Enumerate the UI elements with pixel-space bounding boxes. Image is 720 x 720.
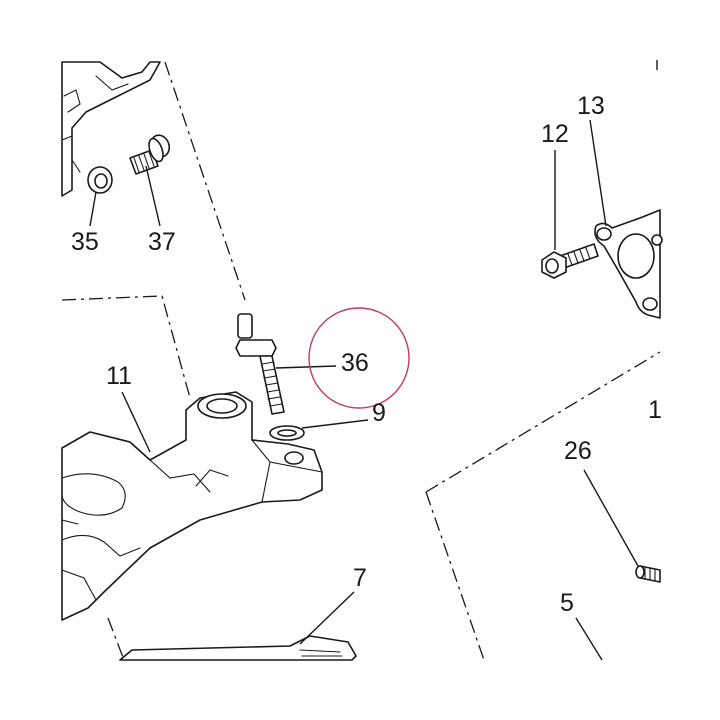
callout-13[interactable]: 13: [577, 92, 605, 120]
housing-fragment-top-left: [61, 61, 161, 197]
leader-35: [89, 191, 97, 227]
callout-1[interactable]: 1: [648, 396, 662, 424]
callout-36[interactable]: 36: [341, 349, 369, 377]
stud-part-26: [635, 565, 661, 583]
callout-12[interactable]: 12: [541, 120, 569, 148]
leader-13: [589, 119, 607, 227]
callout-35[interactable]: 35: [71, 228, 99, 256]
callout-37[interactable]: 37: [148, 228, 176, 256]
assembly-line-right-down: [425, 491, 485, 661]
leader-26: [583, 469, 639, 567]
leader-37: [145, 165, 161, 227]
washer-part-35: [87, 166, 113, 194]
highlight-circle: [308, 307, 410, 409]
bolt-part-37: [129, 134, 171, 175]
gasket-part-13: [594, 209, 663, 319]
callout-26[interactable]: 26: [564, 437, 592, 465]
assembly-line-right: [425, 351, 661, 493]
manifold-part-11: [61, 391, 323, 621]
leader-36: [275, 365, 337, 369]
callout-11[interactable]: 11: [106, 362, 132, 390]
washer-part-9: [269, 425, 305, 441]
assembly-line-top: [164, 61, 246, 301]
leader-5: [575, 617, 603, 661]
callout-5[interactable]: 5: [560, 589, 574, 617]
stud-bolt-part-36: [235, 313, 285, 415]
callout-7[interactable]: 7: [353, 564, 367, 592]
bolt-part-12: [541, 243, 599, 279]
callout-9[interactable]: 9: [372, 399, 386, 427]
leader-11: [121, 391, 151, 453]
assembly-line-left: [61, 295, 191, 399]
leader-7: [299, 591, 355, 645]
bracket-part-7: [119, 635, 357, 661]
assembly-line-bottom-left: [107, 617, 125, 661]
leader-9: [301, 419, 369, 429]
